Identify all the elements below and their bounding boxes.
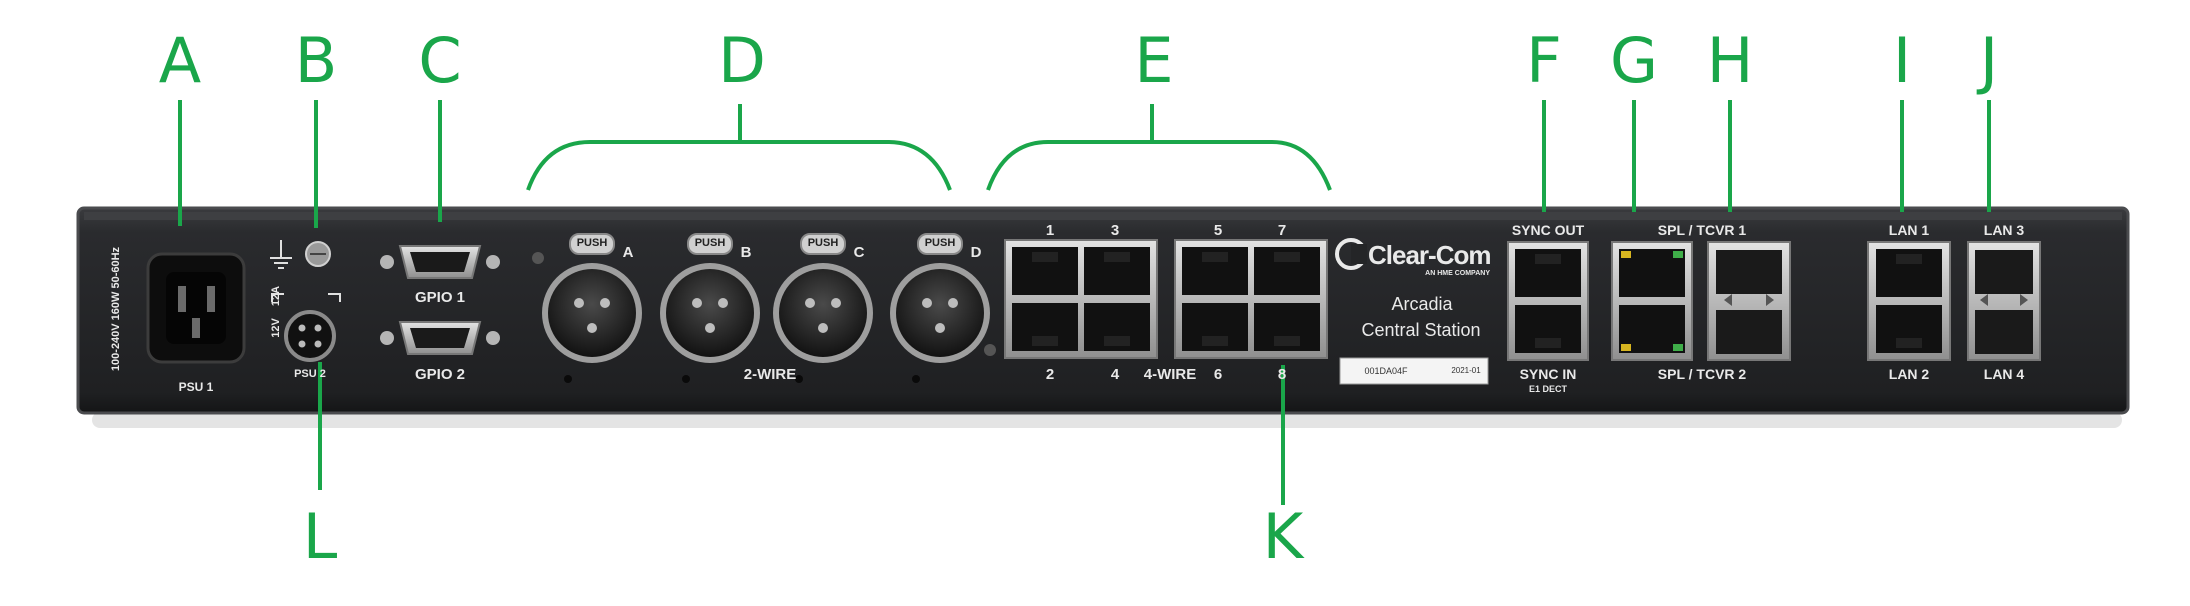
callout-c: C [418, 24, 462, 97]
callout-f: F [1526, 24, 1562, 97]
four-wire-port-1: 1 [1045, 222, 1055, 239]
four-wire-rj45-block-1 [1004, 239, 1158, 359]
psu1-label: PSU 1 [178, 380, 214, 394]
callout-e-bracket [986, 140, 1332, 191]
four-wire-rj45-block-2 [1174, 239, 1328, 359]
spl1-label: SPL / TCVR 1 [1657, 222, 1747, 238]
product-sub: Central Station [1361, 320, 1481, 340]
callout-b-leader [314, 100, 318, 228]
callout-i-leader [1900, 100, 1904, 212]
callout-l-leader [318, 362, 322, 490]
gpio1-label: GPIO 1 [414, 289, 466, 306]
callout-g: G [1609, 24, 1659, 97]
callout-e: E [1134, 24, 1174, 97]
four-wire-port-2: 2 [1045, 366, 1055, 383]
four-wire-label: 4-WIRE [1143, 366, 1197, 383]
serial-number: 001DA04F [1364, 366, 1408, 376]
callout-d: D [718, 24, 766, 97]
brand-sub: AN HME COMPANY [1425, 270, 1490, 277]
lan-sfp-cages [1967, 241, 2041, 361]
four-wire-port-8: 8 [1277, 366, 1287, 383]
psu1-iec-inlet [146, 252, 246, 364]
callout-h: H [1706, 24, 1754, 97]
sync-in-label: SYNC IN [1519, 366, 1577, 382]
xlr-c-label: C [853, 244, 865, 261]
callout-d-bracket [526, 140, 952, 191]
lan-rj45-pair [1867, 241, 1951, 361]
gpio2-db9 [380, 321, 500, 355]
four-wire-port-7: 7 [1277, 222, 1287, 239]
four-wire-port-3: 3 [1110, 222, 1120, 239]
callout-j-leader [1987, 100, 1991, 212]
lan4-label: LAN 4 [1983, 366, 2025, 382]
four-wire-port-5: 5 [1213, 222, 1223, 239]
product-name: Arcadia [1391, 294, 1453, 314]
serial-sticker [1339, 357, 1489, 385]
psu1-rating-label: 100-240V 160W 50-60Hz [110, 246, 122, 372]
xlr-connector-a [542, 233, 642, 383]
callout-i: I [1892, 24, 1912, 97]
callout-j: J [1979, 24, 1999, 97]
psu2-amps-label: 12A [270, 285, 282, 307]
serial-date: 2021-01 [1451, 366, 1481, 375]
lan3-label: LAN 3 [1983, 222, 2025, 238]
gpio2-label: GPIO 2 [414, 366, 466, 383]
xlr-connector-d [890, 233, 990, 383]
callout-b: B [294, 24, 338, 97]
ground-terminal [270, 240, 331, 269]
callout-k-leader [1281, 365, 1285, 505]
xlr-b-label: B [740, 244, 752, 261]
psu2-din-connector [271, 293, 341, 362]
two-wire-label: 2-WIRE [743, 366, 797, 383]
spl2-label: SPL / TCVR 2 [1657, 366, 1747, 382]
brand-name: Clear-Com [1368, 240, 1491, 270]
callout-a: A [158, 24, 202, 97]
xlr-d-label: D [970, 244, 982, 261]
sync-rj45-pair [1507, 241, 1589, 361]
chassis-shadow [92, 412, 2122, 428]
callout-k: K [1262, 500, 1304, 573]
xlr-c-push-label: PUSH [807, 237, 839, 249]
four-wire-port-6: 6 [1213, 366, 1223, 383]
callout-g-leader [1632, 100, 1636, 212]
gpio1-db9 [380, 245, 500, 279]
xlr-connector-b [660, 233, 760, 383]
xlr-connector-c [773, 233, 873, 383]
spl-rj45-pair [1611, 241, 1693, 361]
spl-sfp-cages [1707, 241, 1791, 361]
callout-c-leader [438, 100, 442, 222]
brand-logo-mark [1335, 238, 1367, 270]
callout-a-leader [178, 100, 182, 226]
chassis-rail [84, 212, 2122, 220]
psu2-label: PSU 2 [294, 368, 326, 380]
sync-out-label: SYNC OUT [1511, 222, 1585, 238]
lan2-label: LAN 2 [1888, 366, 1930, 382]
xlr-a-push-label: PUSH [576, 237, 608, 249]
xlr-d-push-label: PUSH [924, 237, 956, 249]
four-wire-port-4: 4 [1110, 366, 1120, 383]
xlr-a-label: A [622, 244, 634, 261]
lan1-label: LAN 1 [1888, 222, 1930, 238]
callout-f-leader [1542, 100, 1546, 212]
xlr-b-push-label: PUSH [694, 237, 726, 249]
callout-h-leader [1728, 100, 1732, 212]
sync-in-sub: E1 DECT [1528, 384, 1567, 394]
callout-l: L [302, 500, 338, 573]
